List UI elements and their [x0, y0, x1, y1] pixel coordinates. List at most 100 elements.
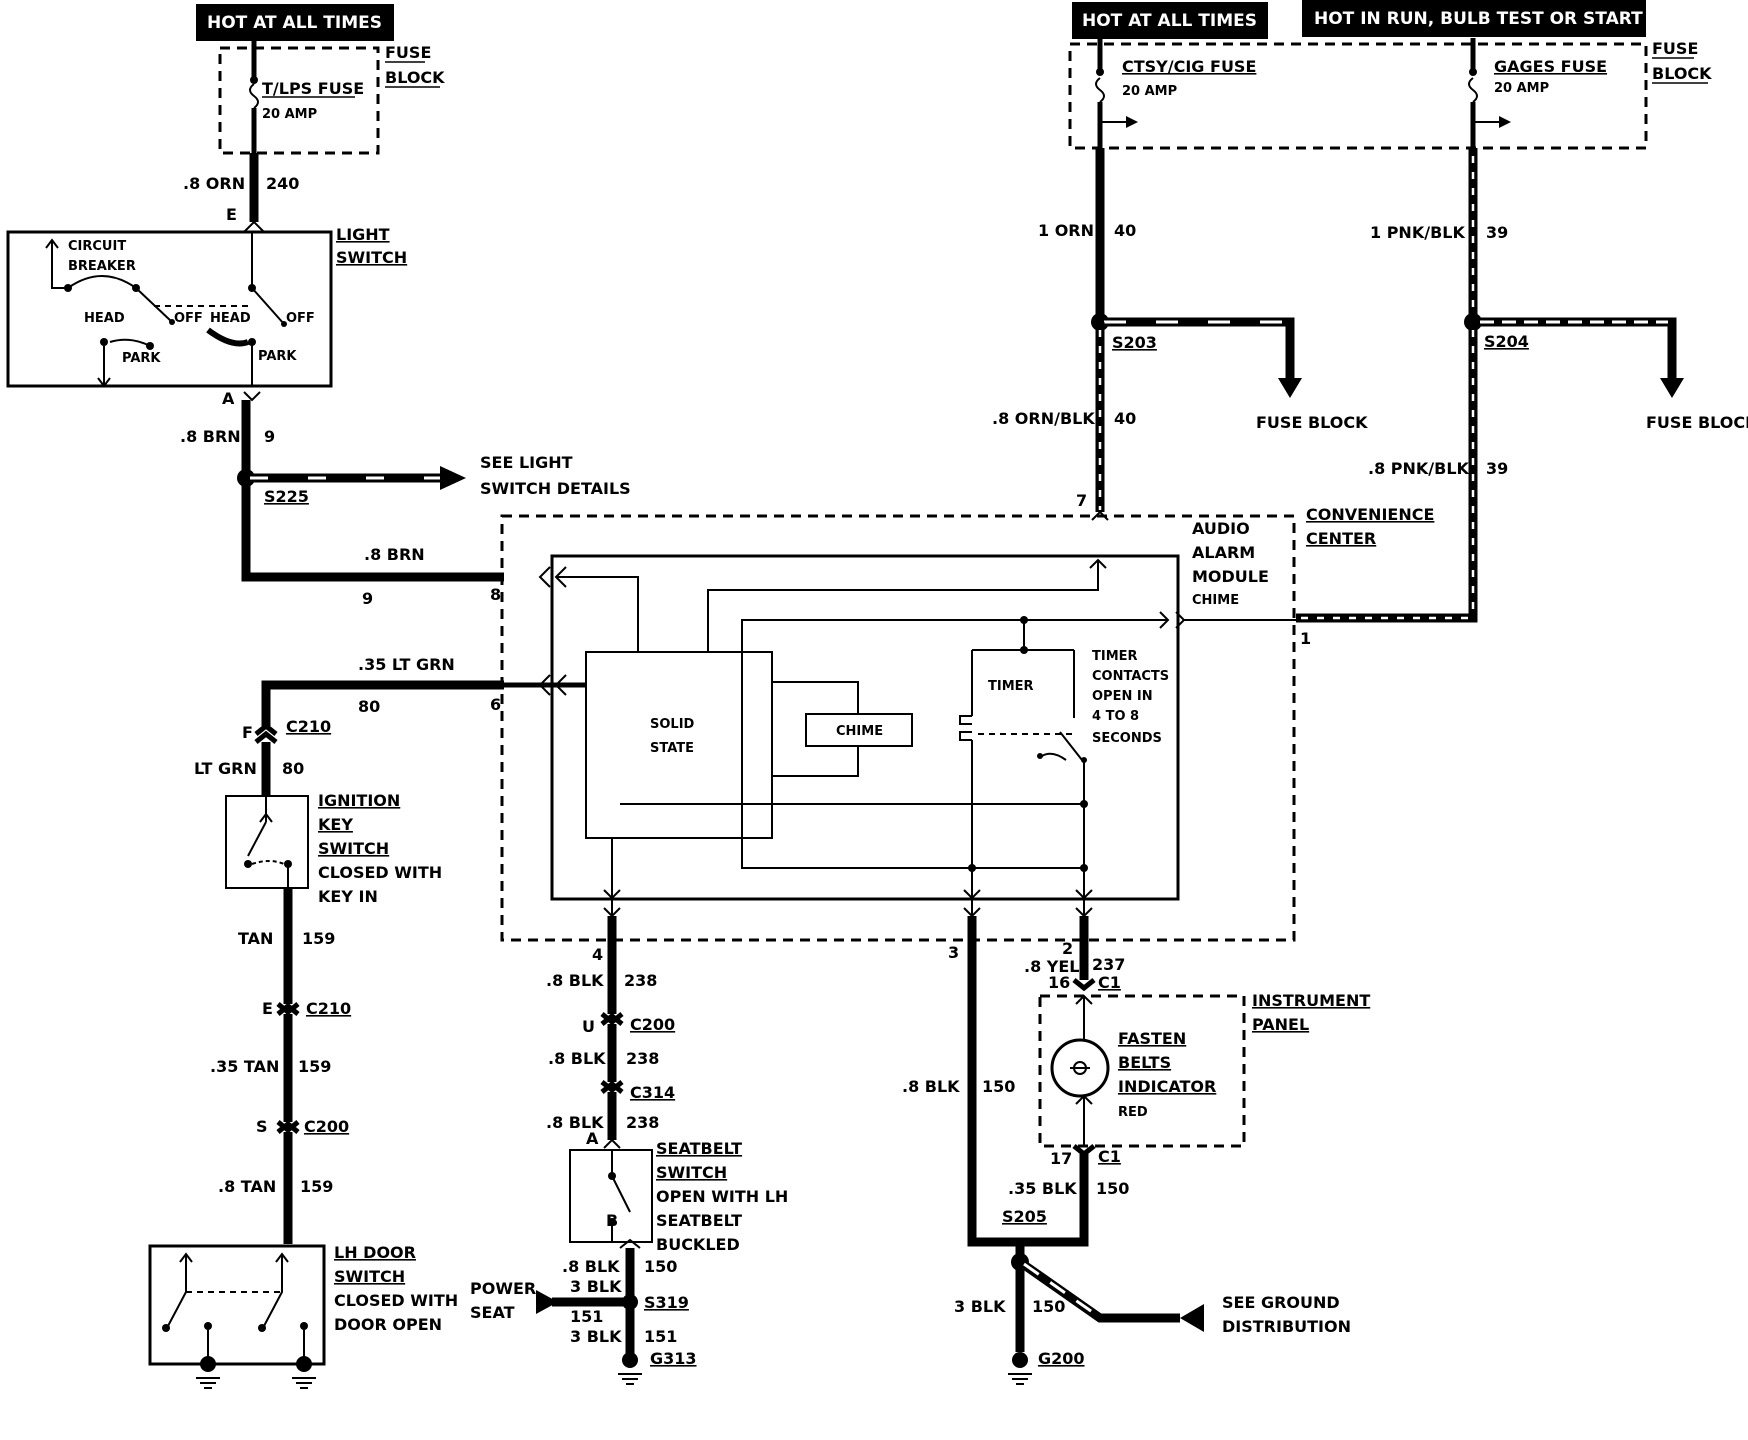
svg-text:HOT AT ALL TIMES: HOT AT ALL TIMES	[207, 13, 382, 33]
svg-text:20 AMP: 20 AMP	[1122, 84, 1177, 99]
svg-text:OPEN WITH LH: OPEN WITH LH	[656, 1187, 788, 1206]
svg-text:238: 238	[626, 1049, 659, 1068]
svg-text:.8 ORN/BLK: .8 ORN/BLK	[992, 409, 1095, 428]
wire-159: TAN 159 E C210 .35 TAN 159 S C200 .8 TAN…	[210, 888, 351, 1244]
svg-text:HOT IN RUN, BULB TEST OR STAR: HOT IN RUN, BULB TEST OR START	[1314, 9, 1643, 29]
arrow-see-light-switch	[440, 466, 466, 490]
svg-text:HOT AT ALL TIMES: HOT AT ALL TIMES	[1082, 11, 1257, 31]
svg-text:SWITCH: SWITCH	[318, 839, 389, 858]
header-hot-at-all-times-right: HOT AT ALL TIMES	[1072, 2, 1268, 39]
svg-text:OFF: OFF	[174, 311, 203, 326]
svg-text:LH DOOR: LH DOOR	[334, 1243, 416, 1262]
svg-text:RED: RED	[1118, 1105, 1148, 1120]
svg-text:.8 YEL: .8 YEL	[1024, 957, 1080, 976]
svg-text:S319: S319	[644, 1293, 689, 1312]
svg-text:CONTACTS: CONTACTS	[1092, 669, 1169, 684]
svg-text:FUSE: FUSE	[385, 43, 431, 62]
svg-text:G200: G200	[1038, 1349, 1085, 1368]
svg-text:.35 BLK: .35 BLK	[1008, 1179, 1077, 1198]
svg-text:.35 TAN: .35 TAN	[210, 1057, 279, 1076]
svg-text:20 AMP: 20 AMP	[262, 107, 317, 122]
svg-text:GAGES FUSE: GAGES FUSE	[1494, 57, 1607, 76]
svg-text:FUSE BLOCK: FUSE BLOCK	[1646, 413, 1748, 432]
svg-text:DISTRIBUTION: DISTRIBUTION	[1222, 1317, 1351, 1336]
svg-text:C1: C1	[1098, 1147, 1121, 1166]
svg-text:CLOSED WITH: CLOSED WITH	[318, 863, 442, 882]
svg-text:INDICATOR: INDICATOR	[1118, 1077, 1216, 1096]
svg-text:CENTER: CENTER	[1306, 529, 1376, 548]
ground-icon	[196, 1356, 220, 1389]
svg-text:CONVENIENCE: CONVENIENCE	[1306, 505, 1434, 524]
svg-text:SEATBELT: SEATBELT	[656, 1139, 742, 1158]
svg-text:20 AMP: 20 AMP	[1494, 81, 1549, 96]
svg-text:ALARM: ALARM	[1192, 543, 1255, 562]
svg-text:3 BLK: 3 BLK	[570, 1277, 622, 1296]
ground-icon	[1008, 1352, 1032, 1385]
svg-text:BLOCK: BLOCK	[1652, 64, 1712, 83]
svg-text:8: 8	[490, 585, 501, 604]
svg-text:KEY IN: KEY IN	[318, 887, 378, 906]
svg-text:PARK: PARK	[122, 351, 161, 366]
header-hot-in-run: HOT IN RUN, BULB TEST OR START	[1302, 0, 1646, 37]
svg-text:HEAD: HEAD	[210, 311, 251, 326]
ground-icon	[292, 1356, 316, 1389]
svg-text:TAN: TAN	[238, 929, 273, 948]
svg-text:MODULE: MODULE	[1192, 567, 1269, 586]
ignition-key-switch: IGNITION KEY SWITCH CLOSED WITH KEY IN	[225, 791, 442, 906]
svg-text:CHIME: CHIME	[836, 724, 883, 739]
svg-text:SWITCH: SWITCH	[334, 1267, 405, 1286]
audio-alarm-module: AUDIO ALARM MODULE CHIME SOLID STATE CHI…	[504, 519, 1296, 918]
svg-text:C200: C200	[304, 1117, 349, 1136]
svg-text:159: 159	[298, 1057, 331, 1076]
svg-text:FUSE: FUSE	[1652, 39, 1698, 58]
svg-text:OPEN IN: OPEN IN	[1092, 689, 1153, 704]
svg-text:.8 BRN: .8 BRN	[180, 427, 241, 446]
svg-text:3 BLK: 3 BLK	[954, 1297, 1006, 1316]
svg-text:.8 BLK: .8 BLK	[546, 971, 604, 990]
svg-text:FUSE BLOCK: FUSE BLOCK	[1256, 413, 1368, 432]
svg-text:.8 BRN: .8 BRN	[364, 545, 425, 564]
indicator-bulb-icon	[1050, 1038, 1110, 1098]
svg-text:.8 BLK: .8 BLK	[562, 1257, 620, 1276]
wire-150-indicator: 17 C1 .35 BLK 150	[1008, 1144, 1129, 1198]
svg-text:OFF: OFF	[286, 311, 315, 326]
wire-80: .35 LT GRN 80 6 F C210 LT GRN 80	[194, 655, 504, 796]
svg-text:9: 9	[362, 589, 373, 608]
svg-text:BREAKER: BREAKER	[68, 259, 136, 274]
svg-text:BLOCK: BLOCK	[385, 68, 445, 87]
arrow-fuse-block-b	[1660, 378, 1684, 398]
svg-text:.8 PNK/BLK: .8 PNK/BLK	[1368, 459, 1470, 478]
svg-text:9: 9	[264, 427, 275, 446]
svg-text:C314: C314	[630, 1083, 675, 1102]
svg-text:.8 BLK: .8 BLK	[548, 1049, 606, 1068]
svg-text:1 ORN: 1 ORN	[1038, 221, 1094, 240]
svg-text:S205: S205	[1002, 1207, 1047, 1226]
svg-text:4 TO 8: 4 TO 8	[1092, 709, 1139, 724]
svg-text:S204: S204	[1484, 332, 1529, 351]
svg-text:150: 150	[982, 1077, 1015, 1096]
svg-text:F: F	[242, 723, 253, 742]
svg-text:40: 40	[1114, 221, 1136, 240]
svg-text:PANEL: PANEL	[1252, 1015, 1309, 1034]
svg-text:U: U	[582, 1017, 595, 1036]
svg-text:6: 6	[490, 695, 501, 714]
svg-text:SWITCH DETAILS: SWITCH DETAILS	[480, 479, 631, 498]
solid-state-block	[585, 651, 773, 839]
svg-text:TIMER: TIMER	[988, 679, 1034, 694]
svg-text:C210: C210	[306, 999, 351, 1018]
svg-text:PARK: PARK	[258, 349, 297, 364]
arrow-see-ground	[1180, 1304, 1204, 1332]
wire-40: 1 ORN 40 S203 FUSE BLOCK .8 ORN/BLK 40 7	[992, 148, 1368, 521]
lh-door-switch: LH DOOR SWITCH CLOSED WITH DOOR OPEN	[148, 1243, 458, 1389]
svg-text:237: 237	[1092, 955, 1125, 974]
svg-text:C210: C210	[286, 717, 331, 736]
svg-text:SECONDS: SECONDS	[1092, 731, 1162, 746]
right-fuse-block: CTSY/CIG FUSE 20 AMP GAGES FUSE 20 AMP F…	[1068, 38, 1712, 150]
svg-text:LT GRN: LT GRN	[194, 759, 257, 778]
svg-text:2: 2	[1062, 939, 1073, 958]
svg-text:INSTRUMENT: INSTRUMENT	[1252, 991, 1370, 1010]
svg-text:BELTS: BELTS	[1118, 1053, 1171, 1072]
svg-text:SWITCH: SWITCH	[656, 1163, 727, 1182]
svg-text:SOLID: SOLID	[650, 717, 695, 732]
svg-text:150: 150	[644, 1257, 677, 1276]
